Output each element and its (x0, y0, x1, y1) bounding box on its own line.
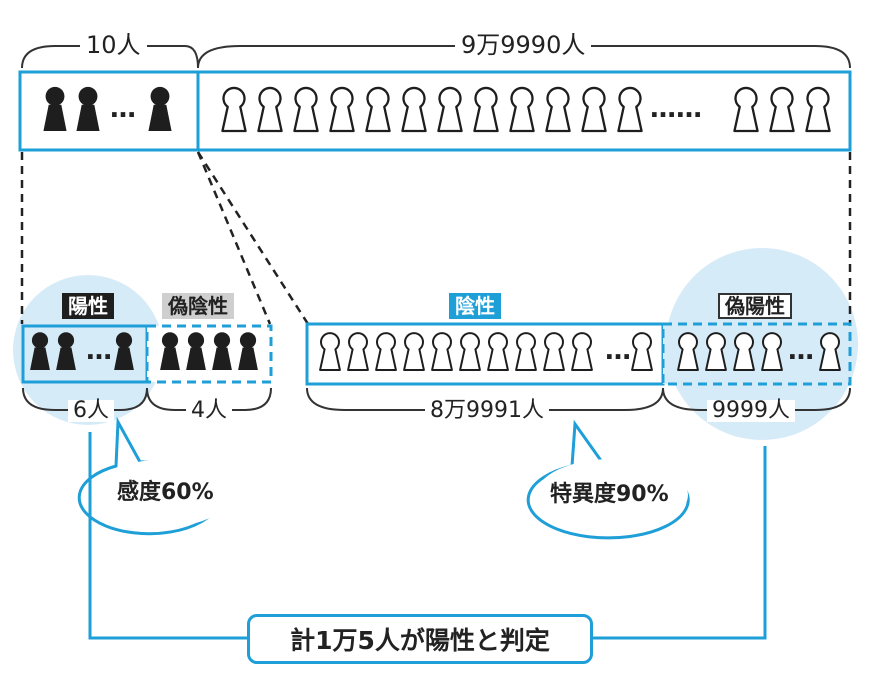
tag-false-positive: 偽陽性 (718, 293, 792, 319)
true-negative-box (305, 322, 665, 386)
tag-negative: 陰性 (449, 293, 501, 319)
ellipsis-healthy: …… (650, 94, 702, 124)
tag-false-negative: 偽陰性 (162, 293, 234, 319)
dashed-connector (196, 151, 272, 325)
true-negative-count: 8万9991人 (425, 400, 549, 422)
ellipsis-infected: … (110, 94, 136, 124)
sensitivity-text: 感度60% (117, 480, 214, 505)
ellipsis-true-positive: … (86, 336, 112, 366)
true-positive-count: 6人 (68, 400, 114, 422)
false-positive-count: 9999人 (707, 400, 795, 422)
ellipsis-true-negative: … (605, 336, 631, 366)
conclusion-connector (593, 446, 767, 640)
false-positive-box (661, 322, 852, 386)
conclusion-box: 計1万5人が陽性と判定 (247, 614, 593, 664)
specificity-text: 特異度90% (550, 482, 669, 507)
infected-count-label: 10人 (80, 33, 147, 57)
tag-positive: 陽性 (62, 293, 114, 319)
conclusion-connector (88, 432, 247, 640)
ellipsis-false-positive: … (788, 336, 814, 366)
dashed-connector (196, 151, 310, 325)
healthy-count-label: 9万9990人 (455, 33, 592, 57)
population-box (18, 70, 852, 152)
false-negative-count: 4人 (186, 400, 232, 422)
conclusion-text: 計1万5人が陽性と判定 (290, 626, 550, 655)
